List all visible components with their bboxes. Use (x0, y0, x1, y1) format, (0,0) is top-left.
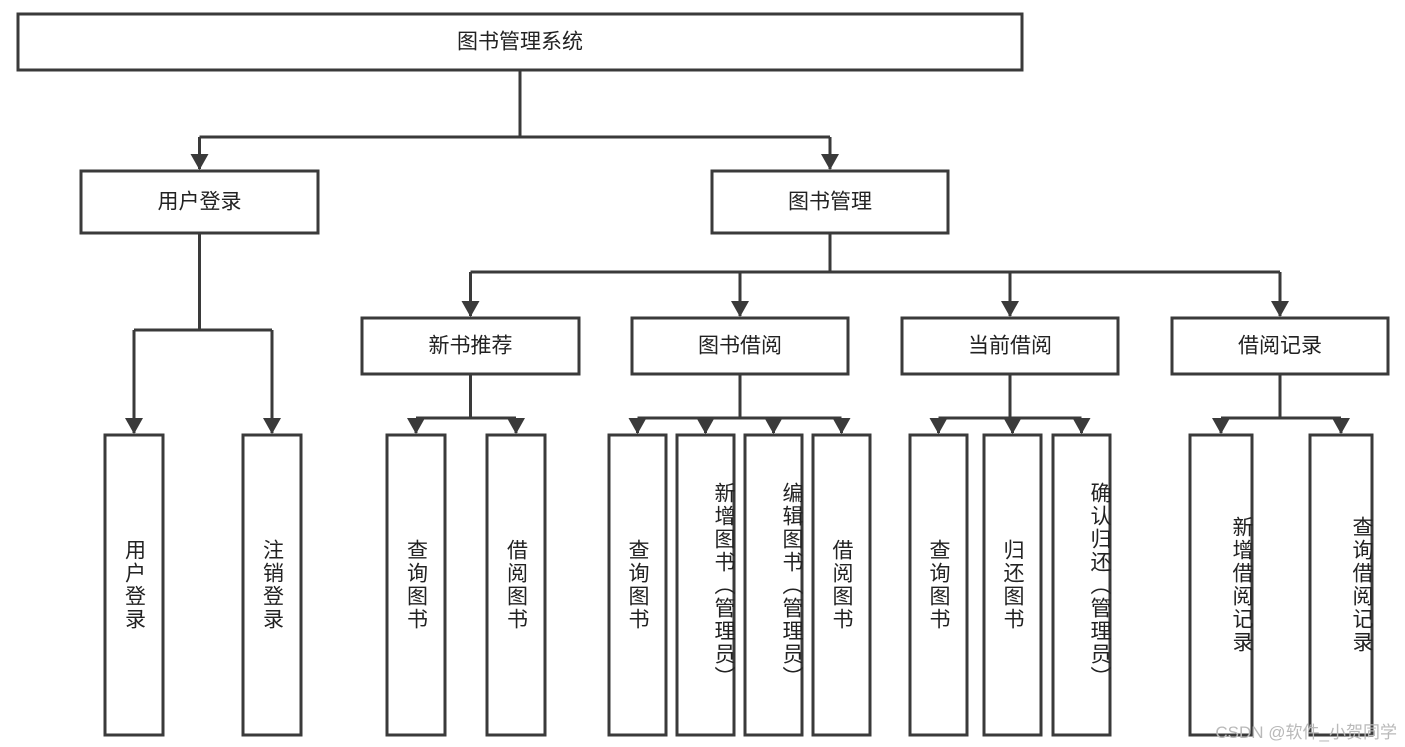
arrow-head-icon (1001, 301, 1019, 317)
arrow-head-icon (507, 418, 525, 434)
node-box (1308, 433, 1374, 737)
node-label: 图书管理系统 (457, 31, 583, 54)
leaf-node-leaf-user-login[interactable] (103, 433, 165, 737)
leaf-node-leaf-query-book-3[interactable] (908, 433, 969, 737)
leaf-node-leaf-borrow-book-1[interactable] (485, 433, 547, 737)
leaf-node-leaf-logout-login[interactable] (241, 433, 303, 737)
node-box (485, 433, 547, 737)
node-book-borrow[interactable]: 图书借阅 (630, 316, 850, 376)
node-label: 当前借阅 (968, 335, 1052, 358)
node-box (1188, 433, 1254, 737)
node-label: 用户登录 (158, 191, 242, 214)
node-user-login[interactable]: 用户登录 (79, 169, 320, 235)
node-label: 图书借阅 (698, 335, 782, 358)
node-current-borrow[interactable]: 当前借阅 (900, 316, 1120, 376)
node-box (16, 12, 1024, 72)
node-label: 图书管理 (788, 191, 872, 214)
leaf-node-leaf-add-record[interactable] (1188, 433, 1254, 737)
leaf-node-leaf-query-record[interactable] (1308, 433, 1374, 737)
leaf-node-leaf-return-book[interactable] (982, 433, 1043, 737)
node-box (675, 433, 736, 737)
node-box (908, 433, 969, 737)
node-book-manage[interactable]: 图书管理 (710, 169, 950, 235)
node-borrow-record[interactable]: 借阅记录 (1170, 316, 1390, 376)
arrow-head-icon (1332, 418, 1350, 434)
arrow-head-icon (628, 418, 647, 434)
arrow-head-icon (190, 154, 209, 170)
node-box (385, 433, 447, 737)
leaf-node-leaf-query-book-1[interactable] (385, 433, 447, 737)
arrow-head-icon (407, 418, 425, 434)
node-box (1051, 433, 1112, 737)
leaf-node-leaf-confirm-return[interactable] (1051, 433, 1112, 737)
arrow-head-icon (696, 418, 715, 434)
node-box (1170, 316, 1390, 376)
node-box (241, 433, 303, 737)
node-box (743, 433, 804, 737)
node-box (607, 433, 668, 737)
arrow-head-icon (1212, 418, 1230, 434)
arrow-head-icon (1003, 418, 1022, 434)
node-label: 新书推荐 (429, 335, 513, 358)
node-box (811, 433, 872, 737)
arrow-head-icon (929, 418, 948, 434)
leaf-node-leaf-query-book-2[interactable] (607, 433, 668, 737)
node-box (710, 169, 950, 235)
arrow-head-icon (263, 418, 281, 434)
node-box (79, 169, 320, 235)
node-box (103, 433, 165, 737)
arrow-head-icon (764, 418, 783, 434)
leaf-node-leaf-add-book[interactable] (675, 433, 736, 737)
arrow-head-icon (832, 418, 851, 434)
arrow-head-icon (461, 301, 480, 317)
arrow-head-icon (1072, 418, 1091, 434)
arrow-head-icon (125, 418, 143, 434)
node-label: 借阅记录 (1238, 335, 1322, 358)
arrow-head-icon (1271, 301, 1289, 317)
node-box (982, 433, 1043, 737)
watermark-text: CSDN @软件_小贺同学 (1215, 723, 1397, 742)
arrow-head-icon (731, 301, 749, 317)
leaf-node-leaf-edit-book[interactable] (743, 433, 804, 737)
node-new-book-rec[interactable]: 新书推荐 (360, 316, 581, 376)
arrow-head-icon (821, 154, 839, 170)
leaf-node-leaf-borrow-book-2[interactable] (811, 433, 872, 737)
node-root[interactable]: 图书管理系统 (16, 12, 1024, 72)
